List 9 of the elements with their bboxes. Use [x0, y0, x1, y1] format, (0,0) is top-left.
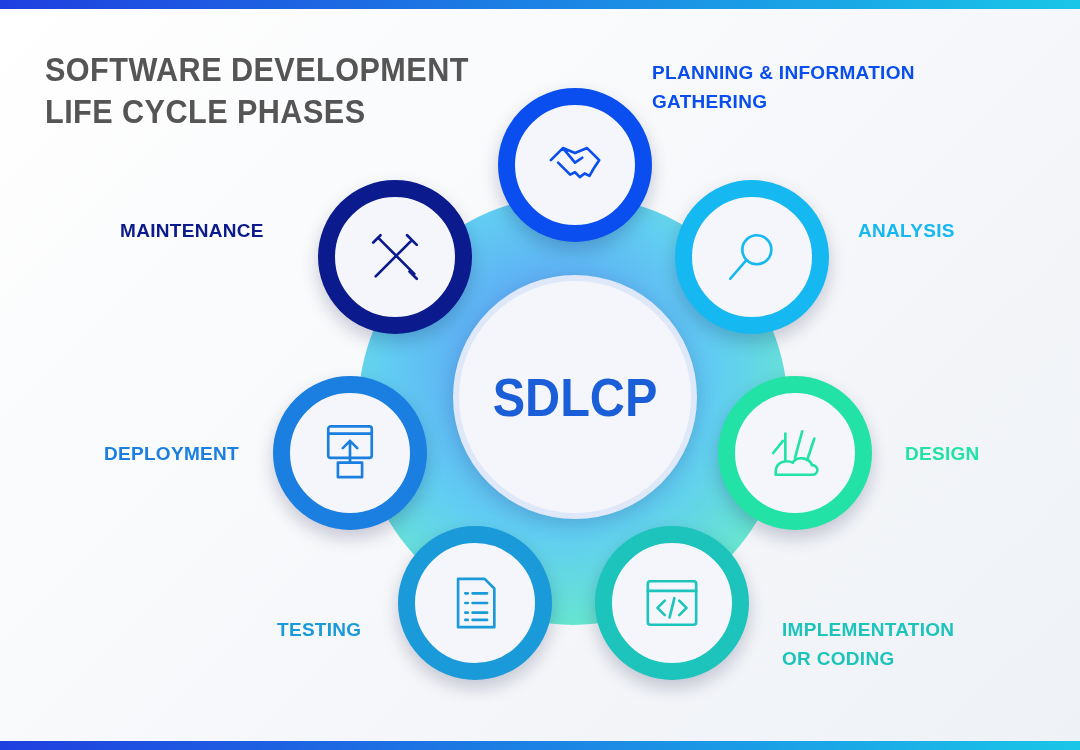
phase-label: TESTING	[277, 618, 363, 642]
phase-label: DEPLOYMENT	[104, 442, 240, 466]
hub-label: SDLCP	[491, 366, 659, 428]
phase-label: MAINTENANCE	[120, 219, 265, 243]
phase-label: PLANNING & INFORMATION GATHERING	[652, 61, 916, 114]
phase-label: ANALYSIS	[858, 219, 956, 243]
phase-label: DESIGN	[905, 442, 981, 466]
phase-label: IMPLEMENTATION OR CODING	[782, 618, 956, 671]
diagram-title: SOFTWARE DEVELOPMENT LIFE CYCLE PHASES	[45, 49, 470, 132]
